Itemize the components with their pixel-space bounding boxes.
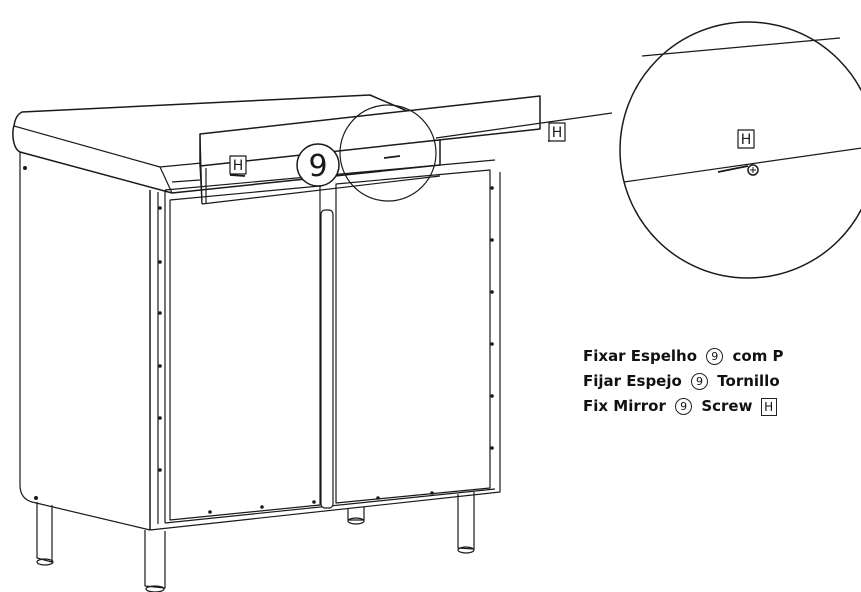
instructions-block: Fixar Espelho 9 com P Fijar Espejo 9 Tor… xyxy=(583,344,861,419)
instruction-es-part-9: 9 xyxy=(691,373,709,390)
fastener-label-left: H xyxy=(233,158,244,174)
instruction-pt-part-9: 9 xyxy=(706,348,724,365)
leader-line xyxy=(435,112,613,139)
hole-dots xyxy=(23,166,494,514)
instruction-es-middle: Tornillo xyxy=(717,372,780,390)
instruction-pt: Fixar Espelho 9 com P xyxy=(583,344,861,369)
instruction-en-part-9: 9 xyxy=(675,398,693,415)
door-handle xyxy=(320,209,334,509)
instruction-pt-middle: com P xyxy=(732,347,784,365)
instruction-es: Fijar Espejo 9 Tornillo xyxy=(583,369,861,394)
cabinet-body xyxy=(19,152,501,531)
instruction-es-prefix: Fijar Espejo xyxy=(583,372,682,390)
fastener-label-zoom: H xyxy=(741,132,752,148)
instruction-en: Fix Mirror 9 Screw H xyxy=(583,394,861,419)
instruction-en-middle: Screw xyxy=(701,397,753,415)
part-9-circle xyxy=(296,143,340,187)
zoom-detail xyxy=(619,21,861,279)
fastener-label-right: H xyxy=(552,125,563,141)
detail-callout-circle xyxy=(339,104,437,202)
instruction-pt-prefix: Fixar Espelho xyxy=(583,347,698,365)
instruction-en-prefix: Fix Mirror xyxy=(583,397,666,415)
part-9-label: 9 xyxy=(308,149,327,184)
instruction-en-fastener-h: H xyxy=(760,398,777,416)
mirror-panel xyxy=(199,95,541,205)
cabinet-legs xyxy=(36,492,475,592)
cabinet-doors xyxy=(169,169,491,521)
